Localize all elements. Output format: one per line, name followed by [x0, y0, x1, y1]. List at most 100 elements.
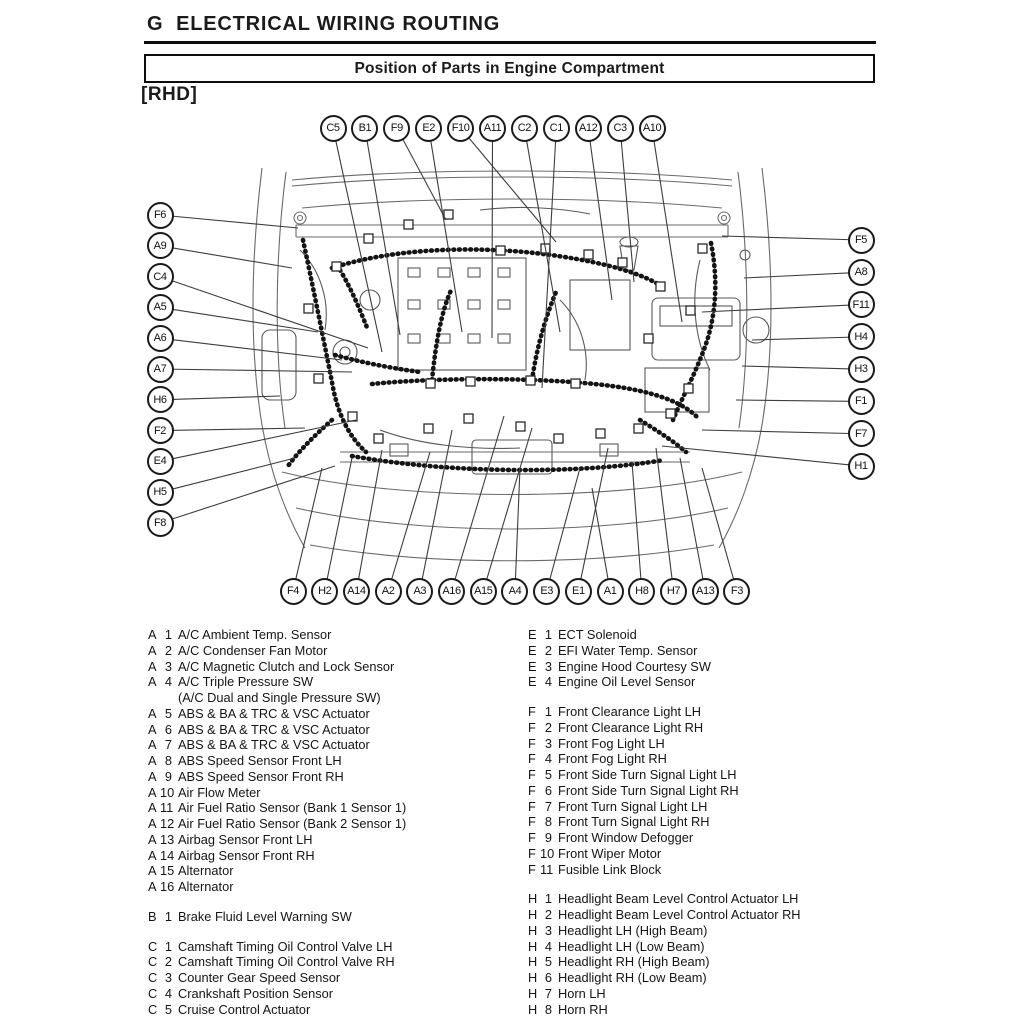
legend-code-number: 5	[544, 767, 552, 782]
callout-f4: F4	[279, 577, 307, 605]
legend-row-continuation: (A/C Dual and Single Pressure SW)	[148, 690, 406, 706]
legend-part-name: ABS & BA & TRC & VSC Actuator	[178, 721, 370, 737]
leader-line-a1	[591, 487, 611, 592]
legend-code-letter: C	[148, 954, 158, 970]
legend-part-name: Fusible Link Block	[558, 861, 662, 877]
legend-code-letter: A	[148, 658, 157, 674]
leader-line-a8	[743, 271, 862, 279]
subtitle-text: Position of Parts in Engine Compartment	[354, 59, 665, 77]
leader-line-f9	[396, 127, 447, 221]
legend-part-name: Brake Fluid Level Warning SW	[178, 908, 352, 924]
legend-code-letter: A	[148, 768, 157, 784]
legend-code-number: 1	[164, 627, 172, 642]
leader-line-f3	[701, 467, 738, 592]
legend-code-number: 15	[160, 863, 175, 879]
legend-code-letter	[148, 690, 160, 706]
legend-code-number: 11	[160, 800, 174, 816]
callout-e3: E3	[533, 577, 561, 605]
leader-line-h6	[159, 395, 281, 401]
callout-f5: F5	[847, 226, 875, 254]
leader-line-f7	[701, 429, 862, 435]
legend-code-number: 4	[544, 674, 552, 690]
leader-line-a13	[679, 457, 706, 592]
callout-a4: A4	[501, 577, 529, 605]
leader-line-f2	[159, 427, 306, 432]
callout-a16: A16	[438, 577, 466, 605]
legend-code-letter: A	[148, 831, 157, 847]
leader-line-c4	[159, 276, 369, 349]
legend-code-number: 10	[540, 845, 555, 861]
legend-part-name: Front Side Turn Signal Light LH	[558, 767, 737, 782]
car-body-outline	[252, 167, 772, 562]
legend-code-letter: A	[148, 847, 157, 863]
callout-f7: F7	[847, 420, 875, 448]
leader-line-a10	[651, 127, 683, 323]
leader-line-a7	[159, 368, 353, 373]
legend-part-name: Headlight Beam Level Control Actuator RH	[558, 907, 801, 922]
leader-line-f8	[159, 465, 336, 524]
legend-code-number: 2	[544, 907, 552, 922]
legend-code-letter: F	[528, 704, 536, 719]
legend-code-number: 5	[164, 1001, 172, 1017]
leader-line-a12	[587, 127, 613, 301]
leader-lines	[159, 127, 862, 592]
legend-code-letter: A	[148, 737, 157, 753]
legend-code-letter: H	[528, 891, 538, 907]
variant-label: [RHD]	[141, 84, 198, 105]
legend-code-letter: E	[528, 674, 537, 690]
leader-line-a11	[491, 127, 494, 339]
legend-part-name: Air Fuel Ratio Sensor (Bank 2 Sensor 1)	[178, 816, 407, 831]
legend-code-number: 4	[164, 674, 172, 690]
legend-code-number: 7	[544, 985, 552, 1001]
leader-line-e4	[159, 419, 357, 462]
callout-a7: A7	[146, 355, 174, 383]
legend-code-number: 16	[160, 879, 175, 894]
legend-code-number: 8	[544, 814, 552, 830]
leader-line-a15	[482, 427, 533, 592]
legend-code-letter: A	[148, 721, 157, 737]
legend-code-letter: A	[148, 800, 157, 816]
subtitle-box: Position of Parts in Engine Compartment	[144, 54, 875, 83]
legend-code-letter: F	[528, 798, 536, 814]
legend-part-name: Airbag Sensor Front RH	[178, 847, 315, 863]
callout-a12: A12	[574, 114, 602, 142]
legend-code-number: 8	[544, 1001, 552, 1017]
callout-a11: A11	[479, 114, 506, 142]
callout-h7: H7	[660, 577, 688, 605]
legend-code-letter: A	[148, 753, 157, 768]
legend-part-name: Airbag Sensor Front LH	[178, 831, 313, 847]
leader-line-h7	[655, 447, 675, 592]
legend-part-name: Horn RH	[558, 1001, 608, 1017]
legend-part-name: Front Fog Light LH	[558, 735, 665, 751]
callout-a2: A2	[374, 577, 402, 605]
callout-c4: C4	[146, 263, 174, 291]
legend-part-name: Front Turn Signal Light RH	[558, 814, 710, 830]
legend-code-number: 11	[540, 861, 554, 877]
leader-line-a3	[419, 429, 453, 592]
leader-line-a16	[451, 415, 505, 592]
legend-part-name: (A/C Dual and Single Pressure SW)	[178, 690, 381, 705]
leader-line-h5	[159, 457, 296, 493]
callout-a1: A1	[596, 577, 624, 605]
legend-code-letter: A	[148, 816, 157, 831]
legend-code-letter: C	[148, 985, 158, 1001]
callout-f3: F3	[723, 577, 751, 605]
legend-code-number	[160, 690, 172, 706]
